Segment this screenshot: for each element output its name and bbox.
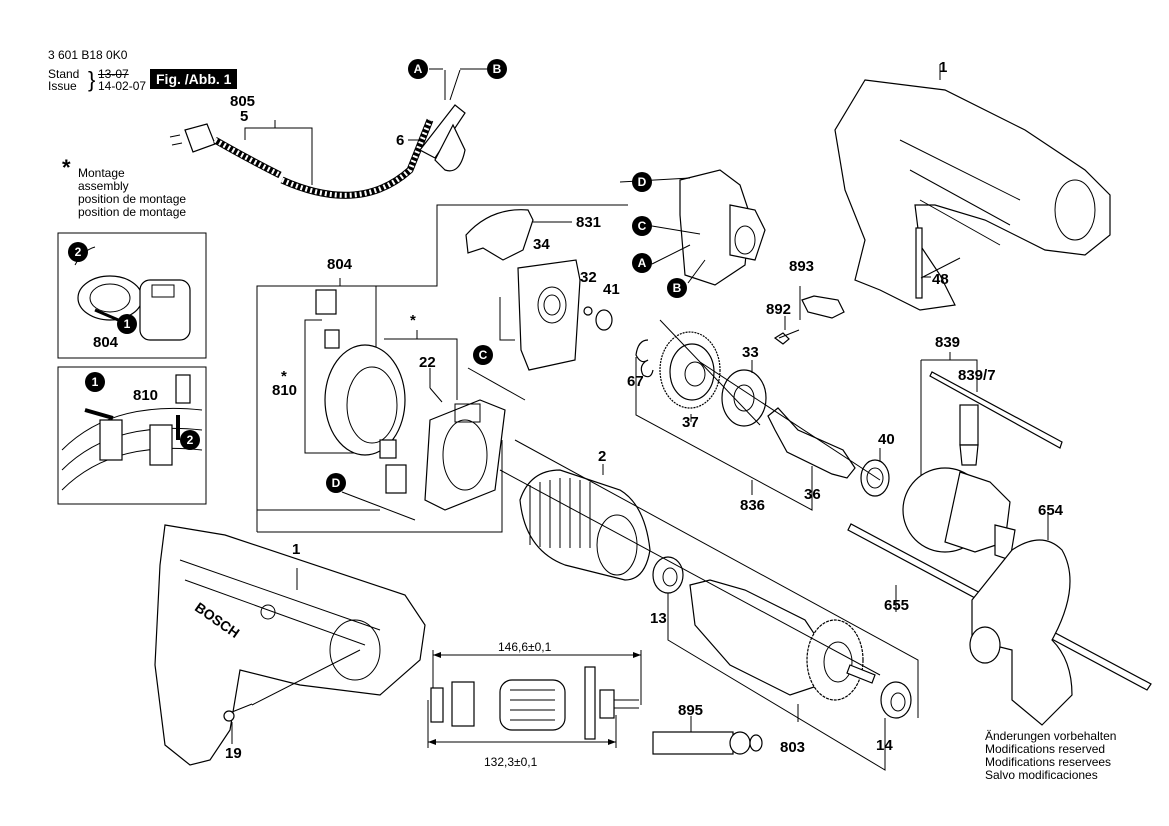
part-label-2: 2: [598, 448, 607, 465]
part-label-892: 892: [766, 301, 792, 318]
connector-badge-d: D: [632, 172, 652, 192]
part-label-895: 895: [678, 702, 704, 719]
part-label-5: 5: [240, 108, 249, 125]
part-label-14: 14: [876, 737, 893, 754]
part-label-893: 893: [789, 258, 815, 275]
connector-badge-b: B: [667, 278, 687, 298]
part-label-839-7: 839/7: [958, 367, 996, 384]
dimension-body-length: 132,3±0,1: [484, 755, 538, 769]
part-label-810-inset: 810: [133, 387, 159, 404]
connector-badge-c: C: [473, 345, 493, 365]
part-label-22: 22: [419, 354, 436, 371]
step-badge-1: 1: [85, 372, 105, 392]
leader-804: [256, 204, 628, 532]
connector-badge-d: D: [326, 473, 346, 493]
armature-dimension-drawing: [427, 650, 642, 748]
part-label-41: 41: [603, 281, 620, 298]
stand-date-struck: 13-07: [98, 67, 129, 81]
part-label-804: 804: [327, 256, 353, 273]
part-label-67: 67: [627, 373, 644, 390]
part-label-805: 805: [230, 93, 256, 110]
asterisk-mark: *: [410, 312, 416, 329]
asterisk-symbol: *: [62, 155, 71, 180]
part-label-831: 831: [576, 214, 602, 231]
figure-label: Fig. /Abb. 1: [150, 69, 238, 89]
part-label-804-inset: 804: [93, 334, 119, 351]
part-label-6: 6: [396, 132, 405, 149]
part-label-40: 40: [878, 431, 895, 448]
part-label-32: 32: [580, 269, 597, 286]
part-label-803: 803: [780, 739, 806, 756]
part-label-654: 654: [1038, 502, 1064, 519]
inset-box-removal: [57, 232, 207, 359]
part-label-1-bottom: 1: [292, 541, 301, 558]
part-label-13: 13: [650, 610, 667, 627]
modifications-note: Änderungen vorbehalten Modifications res…: [985, 729, 1117, 782]
dimension-overall-length: 146,6±0,1: [498, 640, 552, 654]
part-label-48: 48: [932, 271, 949, 288]
inset-box-brush: [57, 366, 207, 505]
connector-badge-c: C: [632, 216, 652, 236]
connector-badge-b: B: [487, 59, 507, 79]
part-label-37: 37: [682, 414, 699, 431]
part-number: 3 601 B18 0K0: [48, 48, 128, 62]
step-badge-2: 2: [180, 430, 200, 450]
issue-label: Issue: [48, 79, 77, 93]
part-label-33: 33: [742, 344, 759, 361]
brace-icon: }: [88, 67, 96, 92]
asterisk-mark: *: [281, 368, 287, 385]
part-label-810: 810: [272, 382, 298, 399]
power-cord-drawing: [169, 68, 487, 199]
part-label-34: 34: [533, 236, 550, 253]
stand-label: Stand: [48, 67, 80, 81]
issue-date: 14-02-07: [98, 79, 147, 93]
part-label-36: 36: [804, 486, 821, 503]
connector-badge-a: A: [408, 59, 428, 79]
connector-badge-a: A: [632, 253, 652, 273]
part-label-19: 19: [225, 745, 242, 762]
part-label-655: 655: [884, 597, 910, 614]
part-label-836: 836: [740, 497, 766, 514]
step-badge-2: 2: [68, 242, 88, 262]
step-badge-1: 1: [117, 314, 137, 334]
part-label-839: 839: [935, 334, 961, 351]
part-label-1-top: 1: [939, 59, 948, 76]
assembly-note: Montage assembly position de montage pos…: [78, 166, 187, 219]
